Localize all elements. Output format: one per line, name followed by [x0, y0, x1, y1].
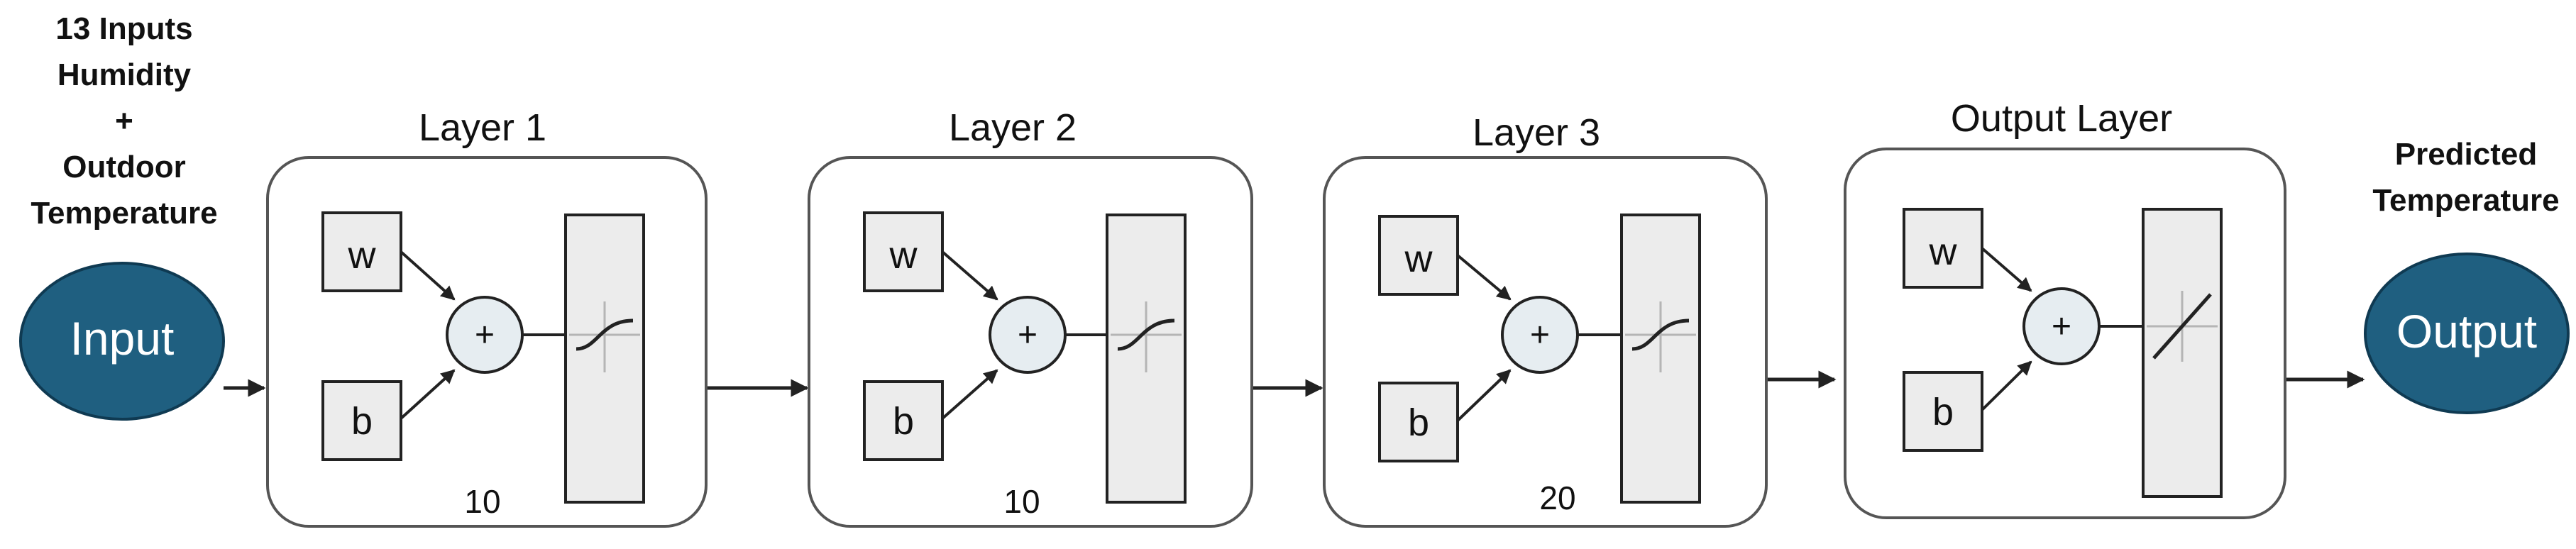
- input-caption-line-5: Temperature: [31, 196, 217, 231]
- layer-2-weight-label: w: [889, 234, 918, 277]
- layer-1-title: Layer 1: [419, 106, 546, 149]
- layer-3-bias-box: [1378, 382, 1459, 462]
- output-node-circle: [2364, 253, 2570, 414]
- layer-2-weight-arrow: [941, 250, 998, 301]
- output-layer-bias-box: [1903, 371, 1983, 452]
- layer-1-tansig-curve: [576, 318, 634, 351]
- layer-3-weight-label: w: [1404, 238, 1433, 280]
- layer-1-bias-arrow: [400, 369, 456, 420]
- input-caption: 13 Inputs Humidity + Outdoor Temperature: [31, 11, 217, 231]
- output-layer-purelin-line: [2152, 293, 2212, 360]
- input-node-circle: [19, 262, 225, 421]
- output-layer-weight-box: [1903, 208, 1983, 289]
- input-node-label: Input: [70, 312, 175, 365]
- layer-2-bias-box: [863, 380, 944, 461]
- output-caption-line-1: Predicted: [2395, 137, 2538, 172]
- layer-3-title: Layer 3: [1473, 111, 1600, 154]
- layer-1-sum-label: +: [475, 316, 495, 354]
- layer-2-title: Layer 2: [949, 106, 1077, 149]
- input-node: Input: [19, 262, 225, 421]
- layer-3-neurons: 20: [1539, 479, 1575, 516]
- input-caption-line-2: Humidity: [57, 57, 192, 92]
- output-layer-weight-arrow: [1981, 247, 2032, 292]
- layer-3: Layer 3 w b + 20: [1323, 111, 1768, 528]
- output-layer-weight-label: w: [1929, 231, 1958, 273]
- layer-2-bias-arrow: [941, 369, 998, 420]
- output-node-label: Output: [2396, 305, 2537, 357]
- layer-3-bias-arrow: [1456, 369, 1512, 422]
- layer-3-bias-label: b: [1408, 401, 1429, 444]
- layer-1-neurons: 10: [464, 483, 500, 520]
- layer-2-weight-box: [863, 211, 944, 292]
- layer-3-weight-box: [1378, 215, 1459, 296]
- output-caption-line-2: Temperature: [2372, 183, 2559, 218]
- layer-3-sum-label: +: [1530, 316, 1550, 354]
- layer-2-bias-label: b: [893, 400, 914, 443]
- layer-3-weight-arrow: [1456, 254, 1512, 301]
- layer-2: Layer 2 w b + 10: [808, 106, 1253, 528]
- layer-1: Layer 1 w b + 10: [266, 106, 708, 528]
- layer-3-tansig-curve: [1631, 318, 1690, 351]
- input-caption-line-3: +: [115, 104, 133, 138]
- layer-1-weight-label: w: [348, 234, 377, 277]
- layer-2-activation-box: [1106, 214, 1187, 504]
- layer-1-bias-box: [321, 380, 402, 461]
- output-layer-title: Output Layer: [1951, 97, 2172, 140]
- input-caption-line-4: Outdoor: [62, 150, 186, 184]
- layer-1-bias-label: b: [351, 400, 373, 443]
- connections: [224, 370, 2365, 397]
- layer-2-neurons: 10: [1003, 483, 1040, 520]
- output-node: Output: [2364, 253, 2570, 414]
- input-caption-line-1: 13 Inputs: [55, 11, 192, 46]
- output-layer-bias-arrow: [1981, 360, 2032, 411]
- layer-1-weight-arrow: [400, 250, 456, 301]
- output-layer-sum-label: +: [2052, 308, 2071, 345]
- output-layer-bias-label: b: [1932, 391, 1954, 433]
- layer-2-sum-label: +: [1018, 316, 1037, 354]
- layer-2-tansig-curve: [1117, 318, 1175, 351]
- output-caption: Predicted Temperature: [2372, 137, 2559, 218]
- output-layer: Output Layer w b +: [1844, 97, 2286, 519]
